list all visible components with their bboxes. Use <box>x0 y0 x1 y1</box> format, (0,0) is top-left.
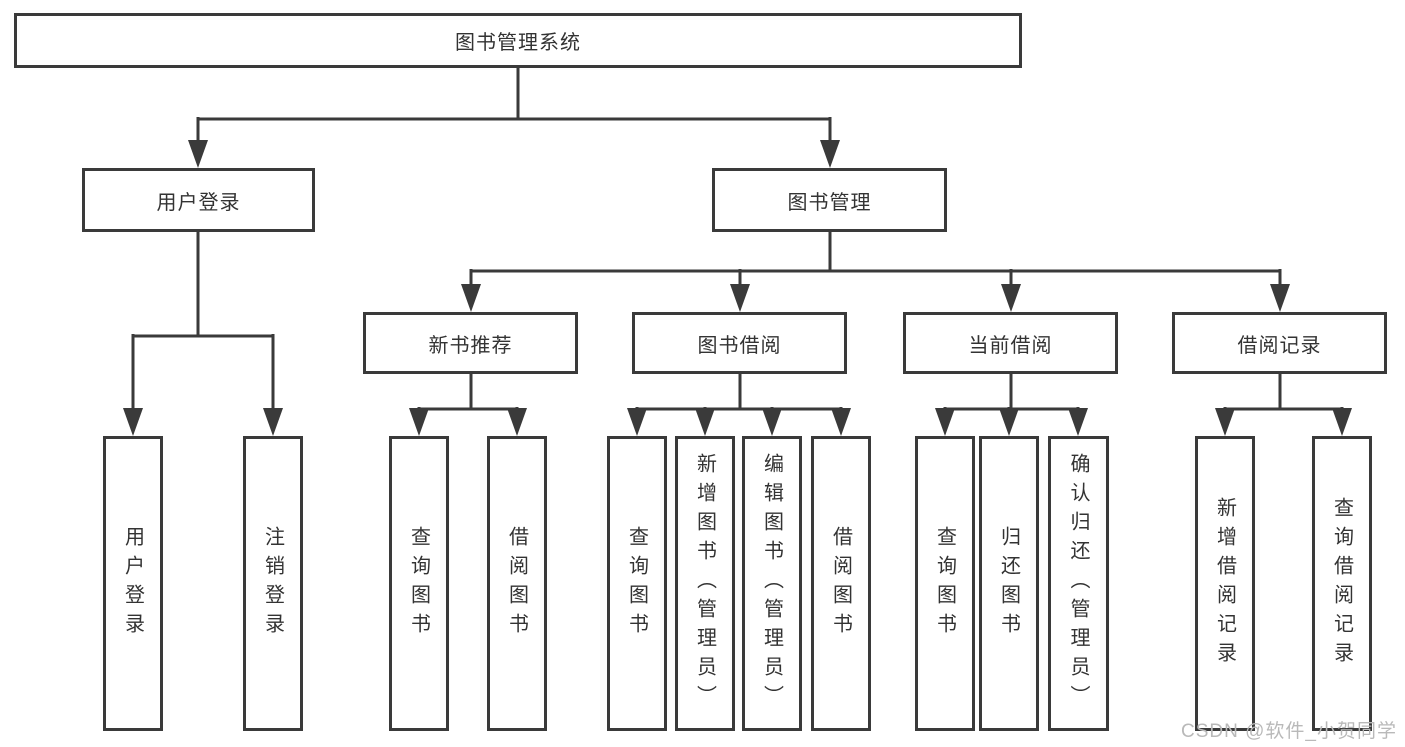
leaf-bb-borrow-books-label: 借阅图书 <box>829 525 852 642</box>
leaf-cb-return-books-label: 归还图书 <box>997 525 1020 642</box>
leaf-bb-edit-books: 编辑图书（管理员） <box>742 436 802 731</box>
leaf-nb-query-books: 查询图书 <box>389 436 449 731</box>
leaf-cb-confirm-return: 确认归还（管理员） <box>1048 436 1109 731</box>
leaf-br-query-record-label: 查询借阅记录 <box>1330 496 1353 671</box>
node-current-borrow: 当前借阅 <box>903 312 1118 374</box>
leaf-br-add-record-label: 新增借阅记录 <box>1213 496 1236 671</box>
leaf-user-login: 用户登录 <box>103 436 163 731</box>
connector-book-borrow-children <box>627 374 851 436</box>
node-book-management-label: 图书管理 <box>787 191 872 214</box>
node-user-login-group-label: 用户登录 <box>156 191 241 214</box>
leaf-logout: 注销登录 <box>243 436 303 731</box>
leaf-user-login-label: 用户登录 <box>121 525 144 642</box>
connector-book-management-children <box>461 232 1290 312</box>
leaf-bb-query-books: 查询图书 <box>607 436 667 731</box>
leaf-bb-edit-books-label: 编辑图书（管理员） <box>760 453 783 714</box>
node-book-management: 图书管理 <box>712 168 947 232</box>
node-new-book-recommend: 新书推荐 <box>363 312 578 374</box>
leaf-cb-query-books-label: 查询图书 <box>933 525 956 642</box>
node-root: 图书管理系统 <box>14 13 1022 68</box>
watermark: CSDN @软件_小贺同学 <box>1181 721 1397 742</box>
leaf-bb-borrow-books: 借阅图书 <box>811 436 871 731</box>
leaf-bb-query-books-label: 查询图书 <box>625 525 648 642</box>
leaf-nb-borrow-books: 借阅图书 <box>487 436 547 731</box>
connector-borrow-records-children <box>1215 374 1352 436</box>
leaf-bb-add-books: 新增图书（管理员） <box>675 436 735 731</box>
leaf-bb-add-books-label: 新增图书（管理员） <box>693 453 716 714</box>
connector-current-borrow-children <box>935 374 1088 436</box>
leaf-nb-borrow-books-label: 借阅图书 <box>505 525 528 642</box>
leaf-logout-label: 注销登录 <box>261 525 284 642</box>
connector-user-login-children <box>123 232 283 436</box>
node-user-login-group: 用户登录 <box>82 168 315 232</box>
node-book-borrow: 图书借阅 <box>632 312 847 374</box>
node-new-book-recommend-label: 新书推荐 <box>428 334 513 357</box>
leaf-cb-query-books: 查询图书 <box>915 436 975 731</box>
node-current-borrow-label: 当前借阅 <box>968 334 1053 357</box>
node-borrow-records: 借阅记录 <box>1172 312 1387 374</box>
connector-root-to-level2 <box>188 68 840 168</box>
leaf-br-query-record: 查询借阅记录 <box>1312 436 1372 731</box>
leaf-cb-confirm-return-label: 确认归还（管理员） <box>1067 453 1089 714</box>
node-borrow-records-label: 借阅记录 <box>1237 334 1322 357</box>
connector-new-book-recommend-children <box>409 374 527 436</box>
node-book-borrow-label: 图书借阅 <box>697 334 782 357</box>
node-root-label: 图书管理系统 <box>455 32 581 54</box>
leaf-nb-query-books-label: 查询图书 <box>407 525 430 642</box>
leaf-cb-return-books: 归还图书 <box>979 436 1039 731</box>
leaf-br-add-record: 新增借阅记录 <box>1195 436 1255 731</box>
